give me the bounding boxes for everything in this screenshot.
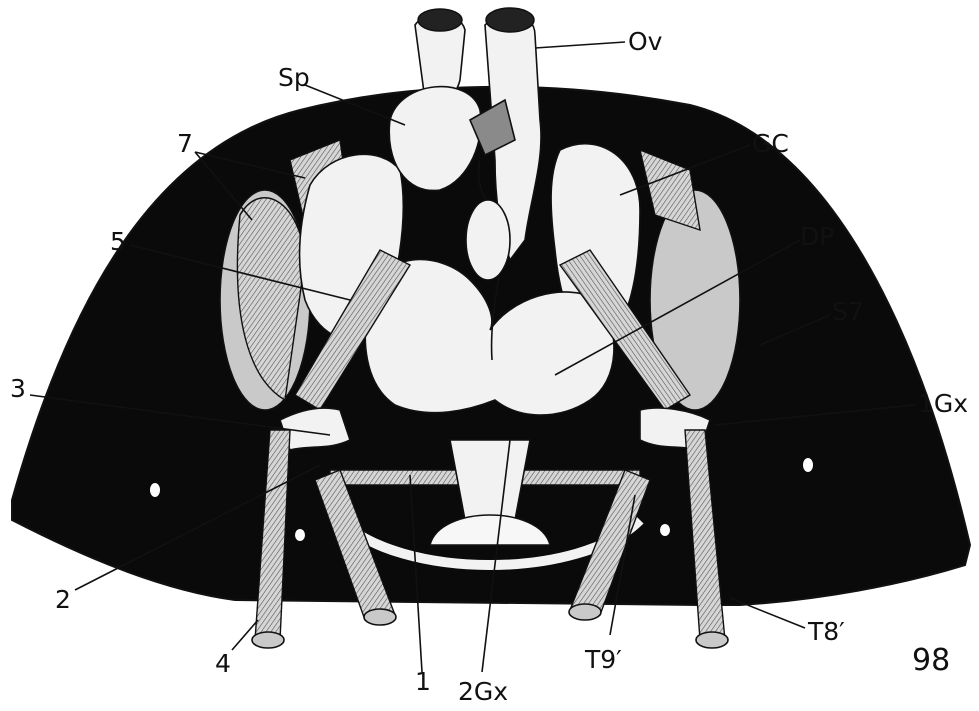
label-gc: GC [752,129,789,158]
tendon-t8-right-end [696,632,728,648]
leader-ov [535,42,625,48]
gonocoxite-2 [450,440,530,520]
label-ov: Ov [628,27,663,56]
tendon-t9-right-end [569,604,601,620]
label-7: 7 [177,129,193,158]
label-3: 3 [10,374,26,403]
label-1gx: 1Gx [918,389,968,418]
label-2: 2 [55,585,71,614]
label-dp: DP [800,222,834,251]
spot-right-inner [660,524,670,536]
label-sp: Sp [278,63,310,92]
label-4: 4 [215,649,231,678]
label-2gx: 2Gx [458,677,508,706]
oviduct-left-opening [418,9,462,31]
label-t9: T9′ [584,645,622,674]
oviduct-right-opening [486,8,534,32]
label-1: 1 [415,667,431,696]
tendon-4-left-end [252,632,284,648]
muscle-2-left-end [364,609,396,625]
spot-right-outer [803,458,813,472]
label-t8: T8′ [807,617,845,646]
spot-left-inner [295,529,305,541]
spot-left-outer [150,483,160,497]
figure-number: 98 [912,643,950,678]
label-5: 5 [110,227,126,256]
label-s7: S7 [832,297,864,326]
duct-bulb [466,200,510,280]
